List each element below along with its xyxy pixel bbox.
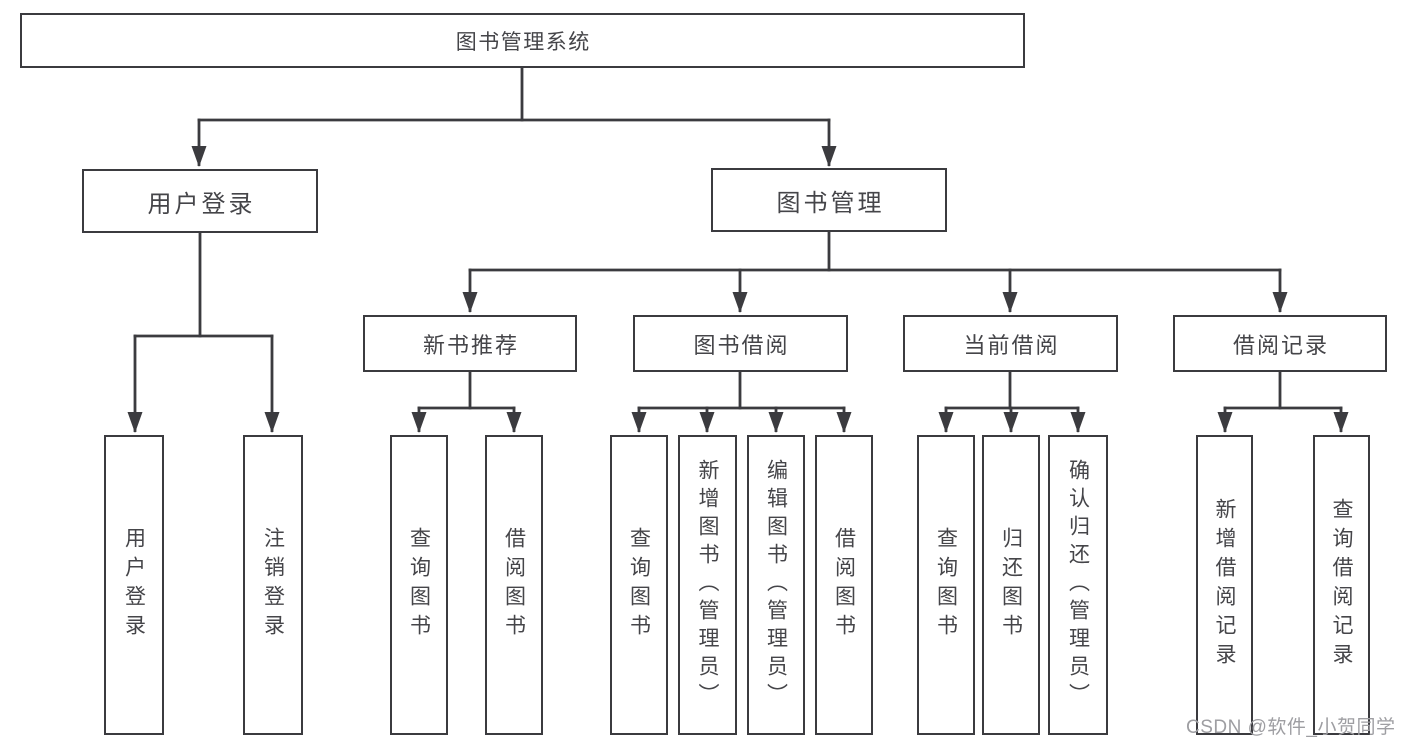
node-book-management: 图书管理 (711, 168, 947, 232)
leaf-add-borrow-record: 新增借阅记录 (1196, 435, 1253, 735)
leaf-confirm-return-admin: 确认归还（管理员） (1048, 435, 1108, 735)
connector-user-login-to-leaves (127, 233, 280, 433)
leaf-borrowing-query-books: 查询图书 (610, 435, 668, 735)
leaf-logout: 注销登录 (243, 435, 303, 735)
connector-borrowing-records-to-leaves (1217, 372, 1349, 433)
leaf-return-books: 归还图书 (982, 435, 1040, 735)
leaf-add-books-admin: 新增图书（管理员） (678, 435, 737, 735)
leaf-current-query-books: 查询图书 (917, 435, 975, 735)
leaf-borrow-books: 借阅图书 (815, 435, 873, 735)
leaf-user-login: 用户登录 (104, 435, 164, 735)
connector-current-borrowing-to-leaves (938, 372, 1086, 433)
node-user-login: 用户登录 (82, 169, 318, 233)
leaf-edit-books-admin: 编辑图书（管理员） (747, 435, 805, 735)
leaf-query-borrow-record: 查询借阅记录 (1313, 435, 1370, 735)
node-library-management-system: 图书管理系统 (20, 13, 1025, 68)
connector-root-to-level2 (191, 68, 837, 167)
node-new-book-recommendation: 新书推荐 (363, 315, 577, 372)
connector-book-management-to-level3 (462, 232, 1288, 313)
connector-new-book-recommendation-to-leaves (411, 372, 522, 433)
node-current-borrowing: 当前借阅 (903, 315, 1118, 372)
leaf-recommend-query-books: 查询图书 (390, 435, 448, 735)
leaf-recommend-borrow-books: 借阅图书 (485, 435, 543, 735)
watermark: CSDN @软件_小贺同学 (1186, 717, 1396, 738)
node-borrowing-records: 借阅记录 (1173, 315, 1387, 372)
connector-book-borrowing-to-leaves (631, 372, 852, 433)
node-book-borrowing: 图书借阅 (633, 315, 848, 372)
